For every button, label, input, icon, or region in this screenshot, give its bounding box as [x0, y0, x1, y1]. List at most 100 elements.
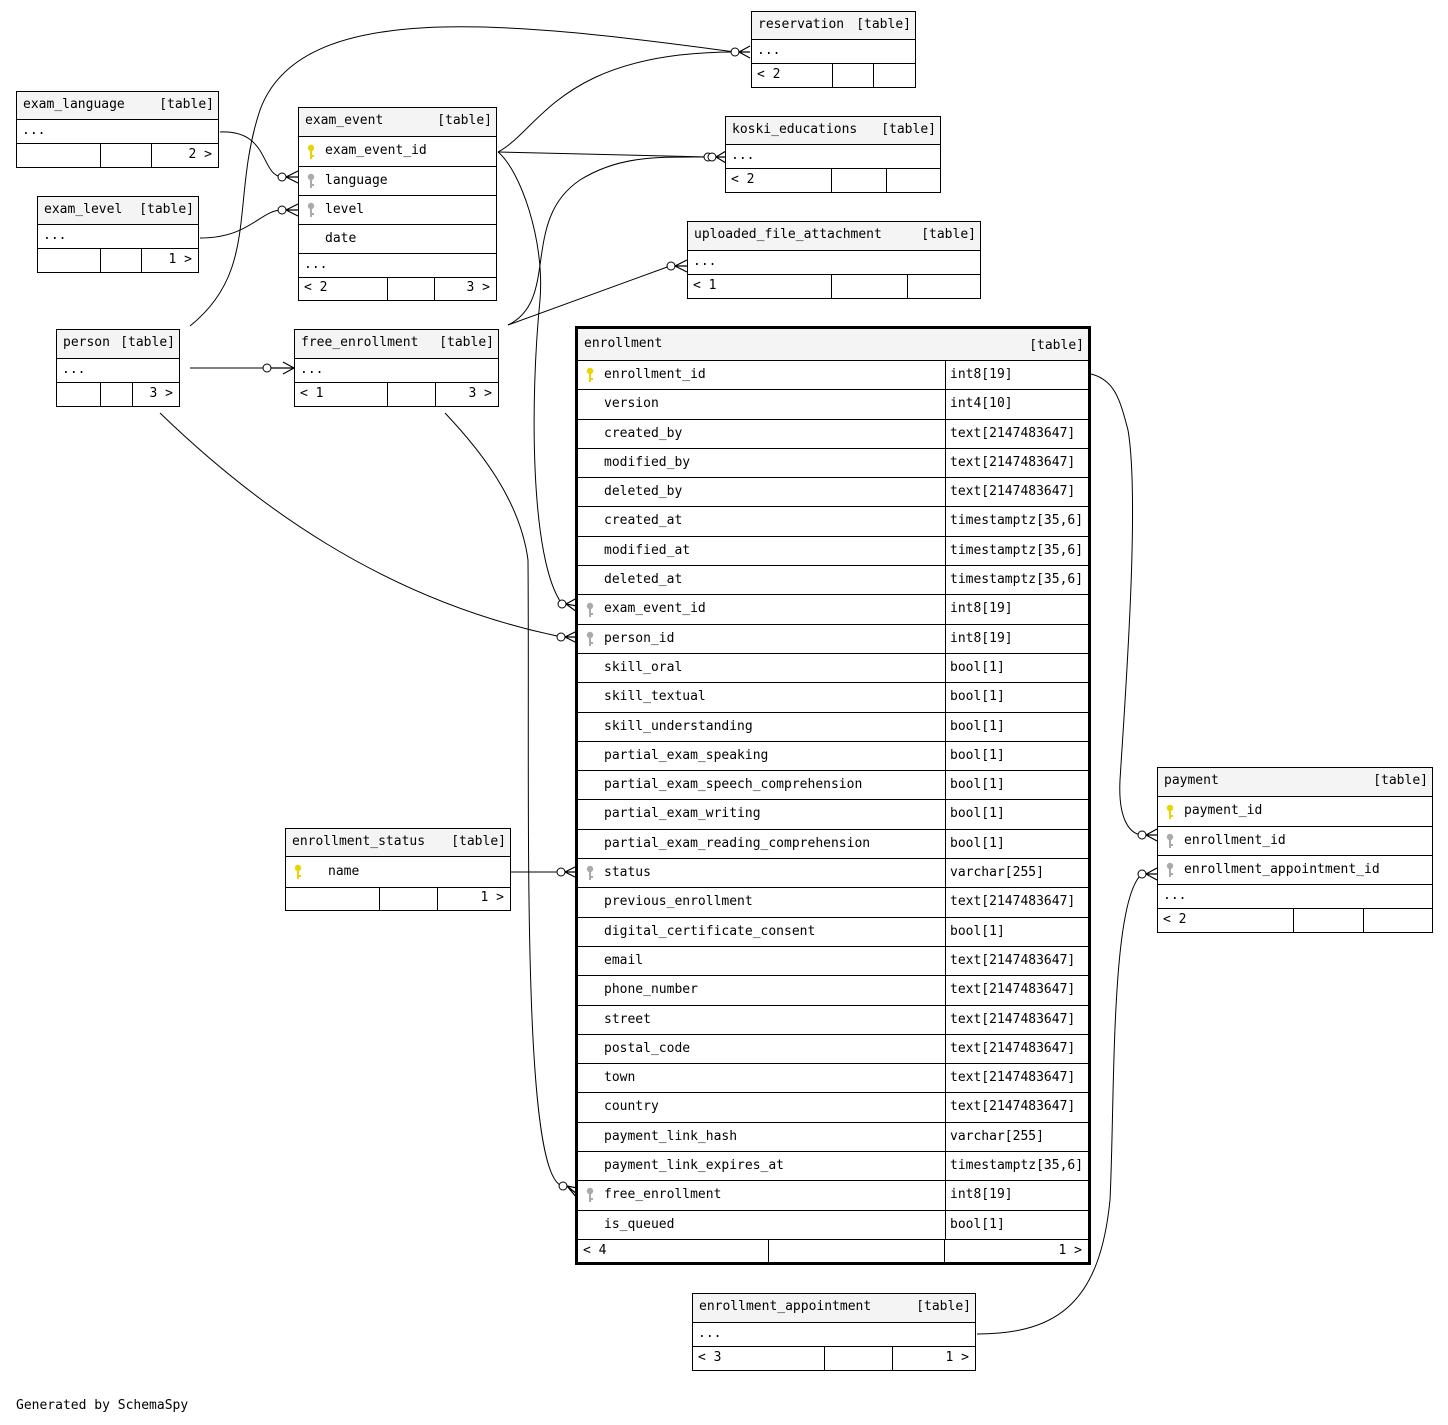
parents-count[interactable]: < 1 — [300, 386, 324, 401]
table-enrollment-appointment[interactable]: enrollment_appointment [table] ... < 3 1… — [692, 1293, 976, 1371]
column-row[interactable]: exam_event_id — [299, 137, 496, 167]
table-kind: [table] — [451, 834, 506, 849]
table-person[interactable]: person [table] ... 3 > — [56, 329, 180, 407]
parents-count[interactable]: < 2 — [1163, 912, 1187, 927]
primary-key-icon — [294, 864, 302, 879]
column-name: free_enrollment — [604, 1187, 722, 1203]
column-row[interactable]: modified_at timestamptz[35,6] — [578, 536, 1088, 567]
children-count[interactable]: 3 > — [468, 386, 492, 401]
parents-count[interactable]: < 4 — [583, 1242, 607, 1258]
table-kind: [table] — [120, 335, 175, 350]
column-name: digital_certificate_consent — [604, 923, 816, 939]
parents-count[interactable]: < 3 — [698, 1350, 722, 1365]
column-type: bool[1] — [945, 653, 1005, 683]
column-row[interactable]: enrollment_id — [1158, 827, 1432, 856]
table-reservation[interactable]: reservation [table] ... < 2 — [751, 11, 916, 88]
table-name: reservation — [758, 17, 845, 32]
table-name: koski_educations — [732, 122, 858, 137]
column-name: deleted_by — [604, 484, 683, 500]
column-row[interactable]: name — [286, 857, 510, 888]
table-header: enrollment_appointment [table] — [693, 1294, 975, 1323]
table-kind: [table] — [159, 97, 214, 112]
more-columns: ... — [693, 1323, 975, 1347]
parents-count[interactable]: < 2 — [757, 67, 781, 82]
table-name: uploaded_file_attachment — [694, 227, 882, 242]
column-name: modified_by — [604, 454, 691, 470]
column-row[interactable]: enrollment_appointment_id — [1158, 856, 1432, 885]
table-kind: [table] — [856, 17, 911, 32]
table-kind: [table] — [1029, 338, 1084, 353]
column-row[interactable]: language — [299, 167, 496, 196]
table-header: exam_language [table] — [17, 92, 218, 120]
table-kind: [table] — [437, 113, 492, 128]
column-type: bool[1] — [945, 800, 1005, 829]
children-count[interactable]: 3 > — [149, 386, 173, 401]
edge-person-enrollment — [159, 412, 563, 638]
parents-count[interactable]: < 1 — [693, 278, 717, 293]
edge-exam-event-reservation — [497, 51, 736, 153]
children-count[interactable]: 2 > — [188, 147, 212, 162]
table-koski-educations[interactable]: koski_educations [table] ... < 2 — [725, 116, 941, 193]
column-row[interactable]: date — [299, 225, 496, 254]
more-columns: ... — [57, 359, 179, 383]
children-count[interactable]: 1 > — [1058, 1242, 1082, 1258]
children-count[interactable]: 1 > — [945, 1350, 969, 1365]
column-type: timestamptz[35,6] — [945, 536, 1083, 566]
table-enrollment-status[interactable]: enrollment_status [table] name 1 > — [285, 828, 511, 911]
table-exam-language[interactable]: exam_language [table] ... 2 > — [16, 91, 219, 168]
table-free-enrollment[interactable]: free_enrollment [table] ... < 1 3 > — [294, 329, 499, 407]
parents-count[interactable]: < 2 — [304, 280, 328, 295]
table-exam-level[interactable]: exam_level [table] ... 1 > — [37, 196, 199, 273]
table-payment[interactable]: payment [table] payment_id enrollment_id… — [1157, 767, 1433, 933]
table-name: exam_level — [44, 202, 123, 217]
column-name: enrollment_appointment_id — [1184, 862, 1380, 877]
table-footer: 3 > — [57, 383, 179, 406]
foreign-key-icon — [307, 173, 315, 188]
table-header: exam_event [table] — [299, 108, 496, 137]
table-kind: [table] — [916, 1299, 971, 1314]
column-row[interactable]: payment_id — [1158, 797, 1432, 827]
children-count[interactable]: 3 > — [466, 280, 490, 295]
column-type: varchar[255] — [945, 859, 1044, 888]
children-count[interactable]: 1 > — [480, 890, 504, 905]
table-uploaded-file-attachment[interactable]: uploaded_file_attachment [table] ... < 1 — [687, 221, 981, 299]
column-name: modified_at — [604, 542, 691, 558]
column-name: postal_code — [604, 1040, 691, 1056]
table-exam-event[interactable]: exam_event [table] exam_event_id languag… — [298, 107, 497, 301]
children-count[interactable]: 1 > — [168, 252, 192, 267]
column-row[interactable]: level — [299, 196, 496, 225]
table-header: koski_educations [table] — [726, 117, 940, 145]
parents-count[interactable]: < 2 — [731, 172, 755, 187]
edge-free-enrollment-enrollment — [444, 412, 564, 1187]
